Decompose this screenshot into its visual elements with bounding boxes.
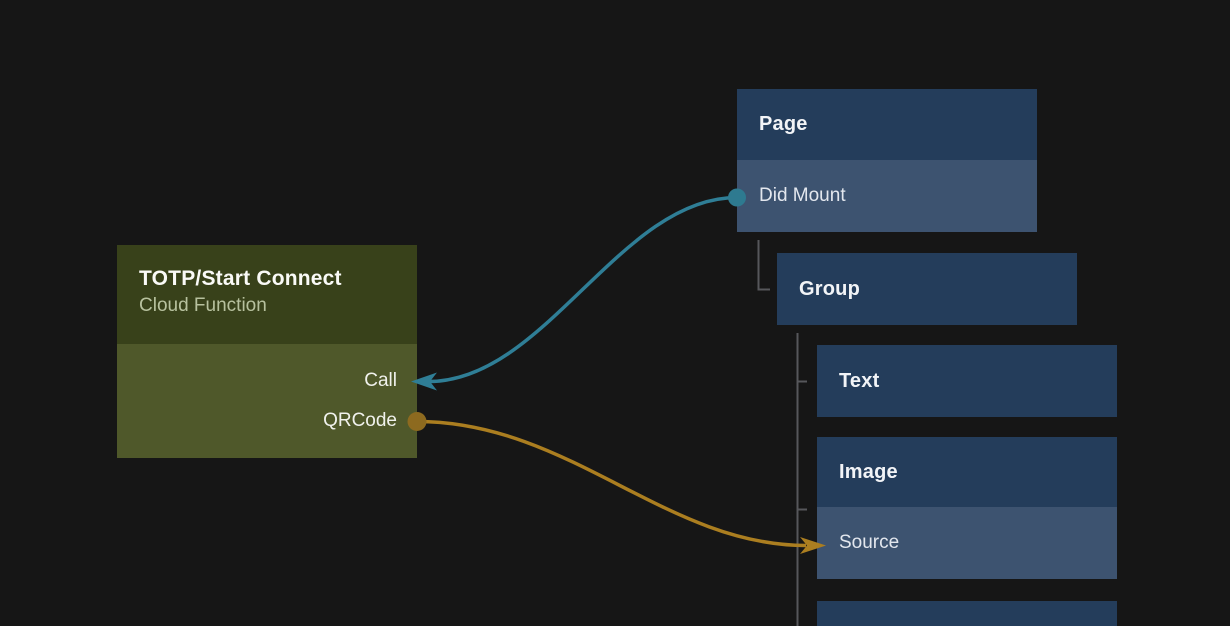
cloud-function-node-header[interactable]: TOTP/Start Connect Cloud Function [117, 245, 417, 344]
image-source-row[interactable]: Source [817, 507, 1117, 579]
group-node-title: Group [799, 277, 860, 300]
text-node[interactable]: Text [817, 345, 1117, 417]
image-node-title: Image [839, 460, 898, 483]
output-row-call[interactable]: Call [117, 361, 417, 401]
cloud-function-subtitle: Cloud Function [139, 295, 267, 317]
tree-line-group-to-children [796, 333, 807, 626]
page-node-header[interactable]: Page [737, 89, 1037, 160]
cloud-function-node[interactable]: TOTP/Start Connect Cloud Function Call Q… [117, 245, 417, 458]
clipped-bottom-node[interactable] [817, 601, 1117, 626]
group-node-header[interactable]: Group [777, 253, 1077, 325]
image-node-header[interactable]: Image [817, 437, 1117, 507]
text-node-title: Text [839, 369, 880, 392]
clipped-bottom-node-header[interactable] [817, 601, 1117, 626]
output-label-qrcode: QRCode [323, 410, 397, 431]
cloud-function-node-body: Call QRCode [117, 344, 417, 458]
output-row-qrcode[interactable]: QRCode [117, 401, 417, 441]
text-node-header[interactable]: Text [817, 345, 1117, 417]
cloud-function-title: TOTP/Start Connect [139, 267, 342, 290]
tree-line-page-to-group [757, 240, 770, 291]
page-did-mount-row[interactable]: Did Mount [737, 160, 1037, 232]
wire-didmount-to-call[interactable] [428, 195, 738, 384]
page-node[interactable]: Page Did Mount [737, 89, 1037, 232]
image-source-label: Source [839, 532, 900, 553]
output-label-call: Call [364, 370, 397, 391]
group-node[interactable]: Group [777, 253, 1077, 325]
page-node-title: Page [759, 113, 808, 135]
wire-qrcode-to-source[interactable] [416, 419, 807, 548]
page-did-mount-label: Did Mount [759, 185, 846, 206]
image-node[interactable]: Image Source [817, 437, 1117, 579]
